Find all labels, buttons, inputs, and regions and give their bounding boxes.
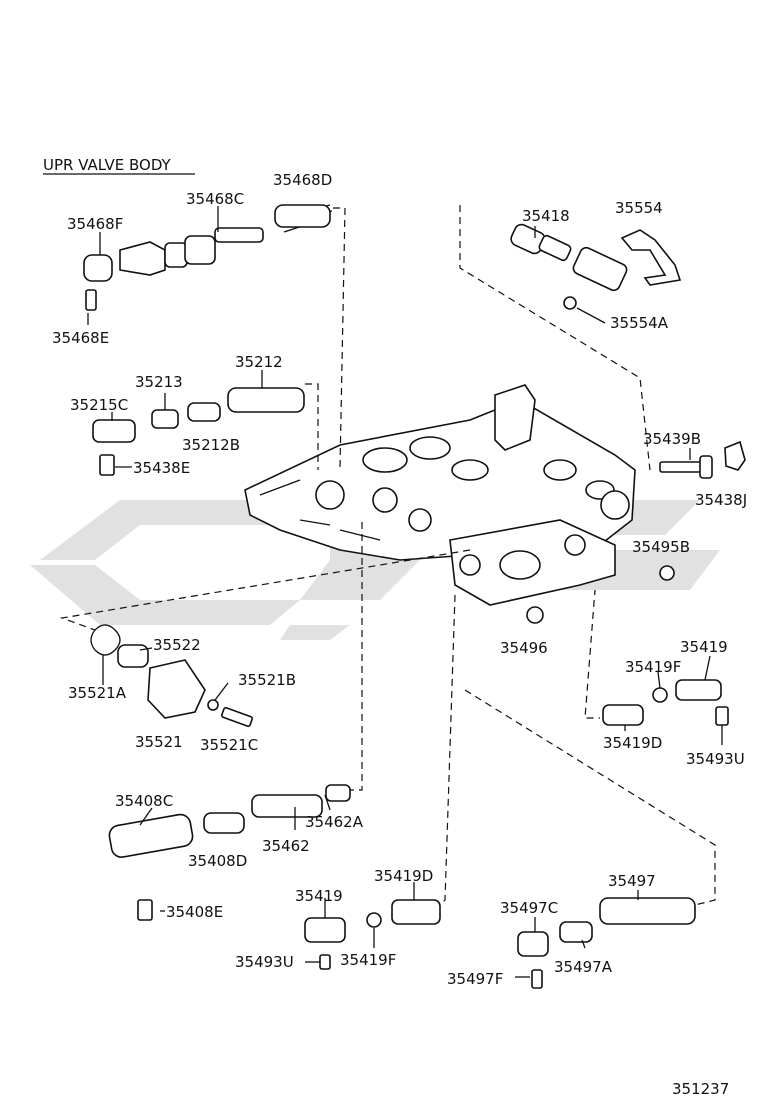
- label-35495B: 35495B: [632, 538, 690, 556]
- ball-35496: [526, 606, 544, 624]
- label-35521C: 35521C: [200, 736, 258, 754]
- label-35462: 35462: [262, 837, 310, 855]
- label-35554: 35554: [615, 199, 663, 217]
- label-35497A: 35497A: [554, 958, 613, 976]
- label-35213: 35213: [135, 373, 183, 391]
- label-35408C: 35408C: [115, 792, 173, 810]
- label-35212: 35212: [235, 353, 283, 371]
- valve-35419-bottom: [304, 899, 441, 970]
- label-35522: 35522: [153, 636, 201, 654]
- label-35419D-right: 35419D: [603, 734, 662, 752]
- valve-assembly-35468: [83, 204, 333, 311]
- label-35468D: 35468D: [273, 171, 332, 189]
- label-leaders: [87, 206, 723, 978]
- label-35496: 35496: [500, 639, 548, 657]
- label-35439B: 35439B: [643, 430, 701, 448]
- part-labels: 35468F 35468C 35468D 35468E 35418 35554 …: [52, 171, 747, 1098]
- diagram-id: 351237: [672, 1080, 729, 1098]
- label-35419D-bottom: 35419D: [374, 867, 433, 885]
- bolt-35439B: [659, 440, 746, 479]
- solenoid-35418: [510, 223, 682, 310]
- valve-35419-right: [602, 679, 729, 726]
- label-35497: 35497: [608, 872, 656, 890]
- label-35493U-bottom: 35493U: [235, 953, 294, 971]
- label-35554A: 35554A: [610, 314, 669, 332]
- label-35468F: 35468F: [67, 215, 123, 233]
- label-35462A: 35462A: [305, 813, 364, 831]
- label-35521B: 35521B: [238, 671, 296, 689]
- valve-assembly-35212: [92, 387, 305, 476]
- label-35468E: 35468E: [52, 329, 109, 347]
- label-35521A: 35521A: [68, 684, 127, 702]
- label-35493U-right: 35493U: [686, 750, 745, 768]
- label-35419F-right: 35419F: [625, 658, 681, 676]
- diagram-title: UPR VALVE BODY: [43, 156, 172, 174]
- label-35419-right: 35419: [680, 638, 728, 656]
- label-35521: 35521: [135, 733, 183, 751]
- label-35438J: 35438J: [695, 491, 747, 509]
- label-35497F: 35497F: [447, 970, 503, 988]
- solenoid-35408: [108, 784, 351, 921]
- label-35408E: 35408E: [166, 903, 223, 921]
- label-35419F-bottom: 35419F: [340, 951, 396, 969]
- label-35419-bottom: 35419: [295, 887, 343, 905]
- label-35418: 35418: [522, 207, 570, 225]
- accumulator-35521: [90, 624, 254, 728]
- label-35497C: 35497C: [500, 899, 558, 917]
- label-35438E: 35438E: [133, 459, 190, 477]
- valve-35497: [517, 897, 696, 989]
- assembly-dashed-lines: [59, 205, 716, 906]
- ball-35495B: [659, 565, 675, 581]
- label-35212B: 35212B: [182, 436, 240, 454]
- label-35215C: 35215C: [70, 396, 128, 414]
- label-35408D: 35408D: [188, 852, 247, 870]
- upper-valve-body: [244, 384, 636, 606]
- label-35468C: 35468C: [186, 190, 244, 208]
